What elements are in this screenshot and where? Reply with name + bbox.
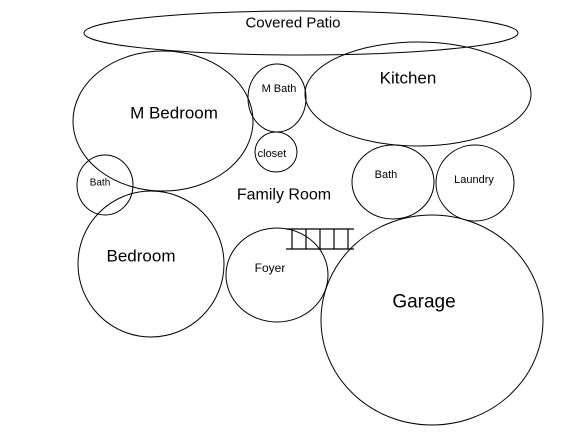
closet-shape	[254, 131, 298, 173]
bath-left-room: Bath	[76, 154, 134, 216]
m-bath-room: M Bath	[247, 63, 307, 133]
foyer-room: Foyer	[225, 227, 329, 323]
bath-right-room: Bath	[351, 144, 435, 220]
kitchen-label: Kitchen	[380, 69, 437, 88]
staircase-icon	[286, 228, 354, 250]
garage-shape	[320, 214, 544, 426]
foyer-label: Foyer	[255, 261, 286, 275]
covered-patio-room: Covered Patio	[83, 10, 519, 56]
m-bath-label: M Bath	[262, 83, 297, 95]
m-bedroom-room: M Bedroom	[72, 50, 254, 192]
kitchen-shape	[304, 41, 532, 147]
m-bedroom-shape	[72, 50, 254, 192]
bath-left-label: Bath	[90, 178, 111, 189]
closet-label: closet	[258, 148, 287, 160]
bath-right-label: Bath	[375, 169, 398, 181]
foyer-shape	[225, 227, 329, 323]
covered-patio-shape	[83, 10, 519, 56]
covered-patio-label: Covered Patio	[245, 15, 340, 32]
bedroom-shape	[77, 190, 225, 338]
m-bath-shape	[247, 63, 307, 133]
bath-right-shape	[351, 144, 435, 220]
closet-room: closet	[254, 131, 298, 173]
bedroom-room: Bedroom	[77, 190, 225, 338]
laundry-label: Laundry	[454, 174, 494, 186]
garage-label: Garage	[392, 292, 455, 313]
laundry-room: Laundry	[435, 144, 515, 222]
m-bedroom-label: M Bedroom	[130, 104, 218, 123]
family-room-label: Family Room	[237, 187, 331, 204]
bath-left-shape	[76, 154, 134, 216]
garage-room: Garage	[320, 214, 544, 426]
kitchen-room: Kitchen	[304, 41, 532, 147]
bedroom-label: Bedroom	[107, 247, 176, 266]
family-room: Family Room	[237, 187, 331, 204]
laundry-shape	[435, 144, 515, 222]
